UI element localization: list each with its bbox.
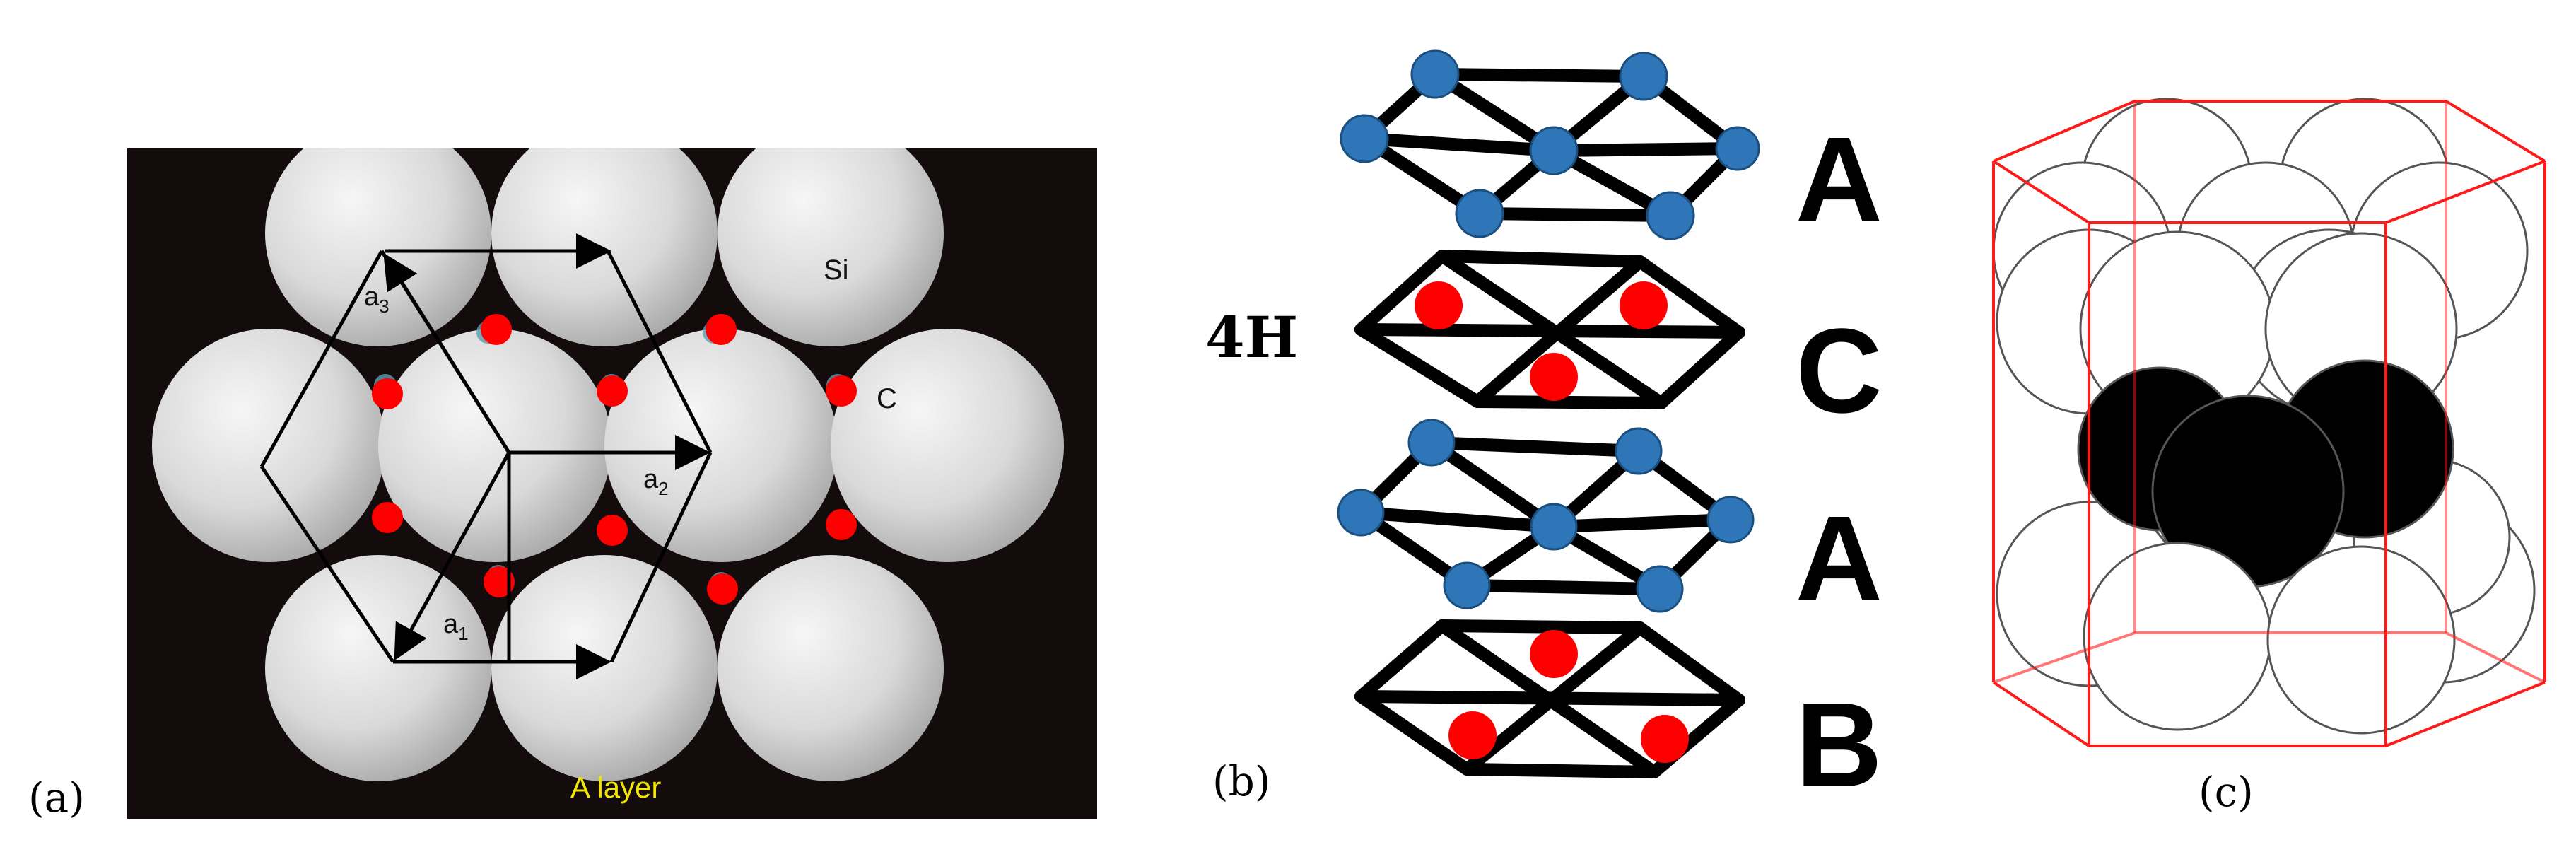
si-atom [265,555,491,781]
layer-c [1354,250,1745,409]
si-atom [831,329,1064,562]
polytype-label: 4H [1205,304,1298,370]
c-atom [1448,711,1497,759]
layer-label-4: B [1796,678,1883,812]
c-atom [1530,630,1578,678]
bottom-sphere [2266,545,2456,735]
blue-atom [1646,191,1695,240]
layer-label-1: A [1796,112,1883,247]
si-atom [491,148,718,346]
c-atom [1415,281,1463,329]
c-atom [1530,353,1578,401]
si-atom [718,555,944,781]
bottom-sphere [2083,542,2272,731]
blue-atom [1407,419,1456,467]
c-atom [707,573,738,605]
panel-a-caption: (a) [28,773,85,822]
blue-atom [1410,49,1460,99]
blue-atom [1529,126,1579,175]
panel-b-caption: (b) [1212,757,1270,805]
c-atom [826,509,857,540]
c-atom [481,314,512,345]
si-atom [152,329,385,562]
c-atom [1620,281,1668,329]
c-atom [706,314,737,345]
si-label: Si [824,255,849,286]
vector-a3-label: a3 [364,282,390,317]
layer-label-2: C [1796,304,1883,438]
cell-front-edges [1992,101,2546,747]
c-atom [372,378,403,409]
blue-atom [1530,503,1578,551]
panel-a: a3 a2 a1 Si C A layer [127,148,1097,819]
c-atom [597,515,628,546]
c-atom [597,375,628,407]
layer-label: A layer [570,771,661,804]
c-label: C [877,383,897,414]
si-atom [604,329,838,562]
blue-atom [1715,126,1760,171]
c-atom [826,375,857,407]
blue-atom [1340,114,1389,163]
panel-c [1992,98,2546,747]
panel-c-caption: (c) [2199,768,2254,816]
si-atom [491,555,718,781]
unit-cell [259,233,713,679]
cell-rear-edges [1993,100,2546,163]
layer-a-top [1340,49,1760,240]
vector-a2-label: a2 [643,465,669,499]
blue-atom [1443,561,1491,609]
blue-atom [1636,565,1684,613]
blue-atom [1706,496,1755,544]
si-atom [265,148,491,346]
c-atom [484,566,515,597]
vector-a3-arrow [383,252,511,454]
vector-a1-label: a1 [443,609,469,644]
c-atoms [372,314,857,605]
vector-a1-arrow [394,451,511,661]
blue-atom [1619,52,1668,101]
panel-b: A C A B 4H [1205,49,1883,812]
c-atom [372,502,403,533]
blue-atom [1455,189,1504,238]
layer-a-middle [1337,419,1755,613]
c-atom [1641,715,1689,763]
si-atom [718,148,944,346]
layer-b [1354,619,1745,778]
si-atom [378,329,611,562]
blue-atom [1337,489,1385,537]
blue-atom [1615,427,1663,475]
layer-label-3: A [1796,491,1883,626]
